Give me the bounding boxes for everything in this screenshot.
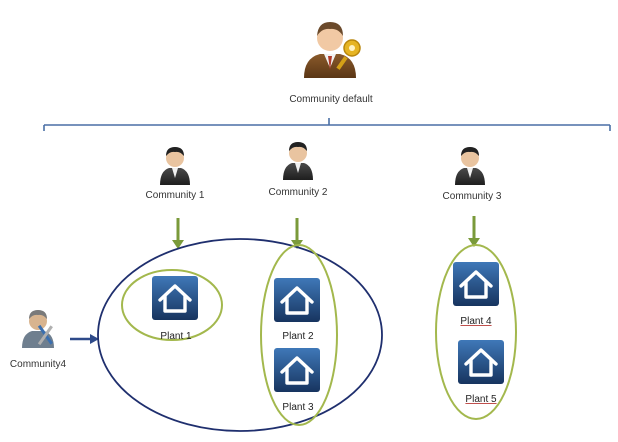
plant-5-house-icon (458, 340, 504, 384)
community-4-label: Community4 (9, 359, 67, 370)
user-with-tools-icon (22, 310, 54, 348)
hierarchy-bracket (43, 118, 611, 131)
business-user-icon (160, 147, 190, 185)
community2-ellipse (260, 244, 338, 426)
community-3-label: Community 3 (442, 191, 502, 202)
arrow-community3-to-plant4 (468, 216, 480, 247)
community4-group-ellipse (97, 238, 383, 432)
community-2-label: Community 2 (268, 187, 328, 198)
plant-3-label: Plant 3 (282, 402, 314, 413)
plant-4-house-icon (453, 262, 499, 306)
admin-user-with-key-icon (304, 22, 361, 78)
plant-2-house-icon (274, 278, 320, 322)
arrow-community1-to-plant1 (172, 218, 184, 249)
business-user-icon (283, 142, 313, 180)
plant-2-label: Plant 2 (282, 331, 314, 342)
community-1-label: Community 1 (145, 190, 205, 201)
plant-3-house-icon (274, 348, 320, 392)
plant-1-label: Plant 1 (160, 331, 192, 342)
plant-5-label: Plant 5 (465, 394, 497, 405)
arrow-community4-to-group (70, 334, 99, 344)
community-default-label: Community default (289, 94, 373, 105)
plant-1-house-icon (152, 276, 198, 320)
business-user-icon (455, 147, 485, 185)
community1-ellipse (121, 269, 223, 341)
community3-ellipse (435, 244, 517, 420)
plant-4-label: Plant 4 (460, 316, 492, 327)
